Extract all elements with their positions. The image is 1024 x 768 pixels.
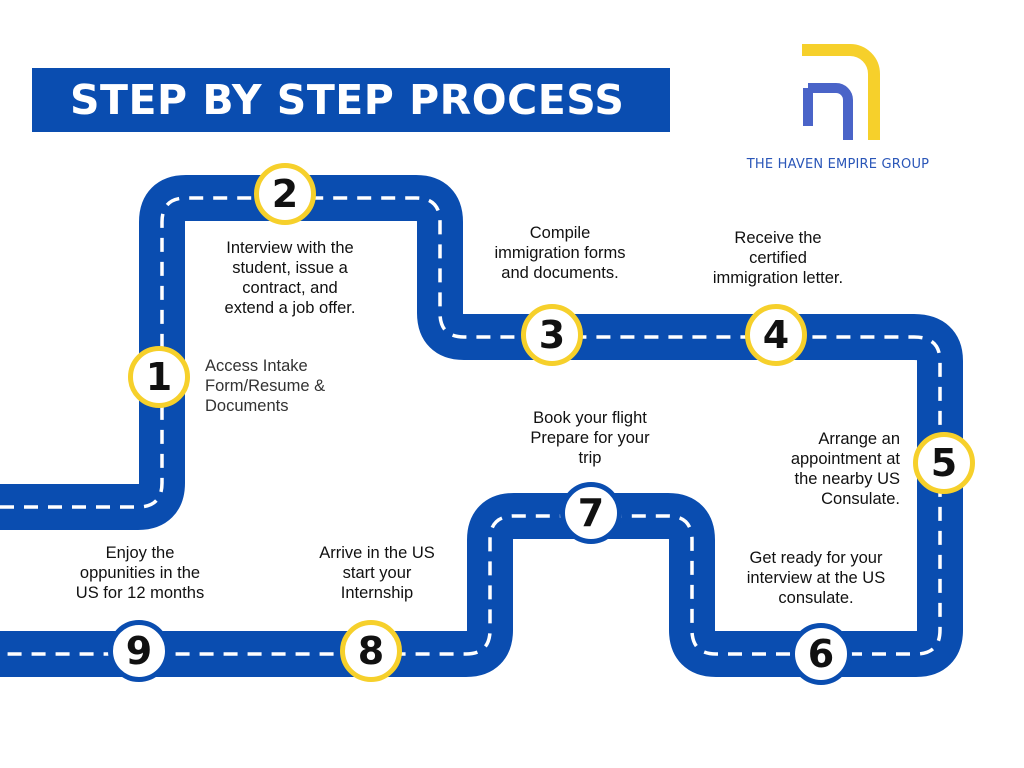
- logo-text: THE HAVEN EMPIRE GROUP: [746, 157, 930, 172]
- step-5-marker: 5: [913, 432, 975, 494]
- page-title: STEP BY STEP PROCESS: [70, 76, 625, 124]
- haven-empire-logo-icon: [802, 44, 880, 140]
- step-6-text: Get ready for your interview at the US c…: [746, 549, 886, 607]
- step-4-text: Receive the certified immigration letter…: [712, 229, 844, 287]
- step-3-marker: 3: [521, 304, 583, 366]
- step-1-text: Access Intake Form/Resume & Documents: [205, 357, 326, 415]
- step-5-text: Arrange an appointment at the nearby US …: [790, 430, 900, 508]
- step-4-marker: 4: [745, 304, 807, 366]
- step-8-marker: 8: [340, 620, 402, 682]
- step-2-marker: 2: [254, 163, 316, 225]
- step-8-text: Arrive in the US start your Internship: [319, 544, 435, 602]
- step-9-text: Enjoy the oppunities in the US for 12 mo…: [75, 544, 205, 602]
- title-banner: STEP BY STEP PROCESS: [32, 68, 670, 132]
- step-6-marker: 6: [790, 623, 852, 685]
- step-2-text: Interview with the student, issue a cont…: [224, 239, 356, 317]
- step-7-text: Book your flight Prepare for your trip: [530, 409, 650, 467]
- step-3-text: Compile immigration forms and documents.: [494, 224, 626, 282]
- step-7-marker: 7: [560, 482, 622, 544]
- road-dashes: [0, 196, 942, 656]
- step-9-marker: 9: [108, 620, 170, 682]
- step-1-marker: 1: [128, 346, 190, 408]
